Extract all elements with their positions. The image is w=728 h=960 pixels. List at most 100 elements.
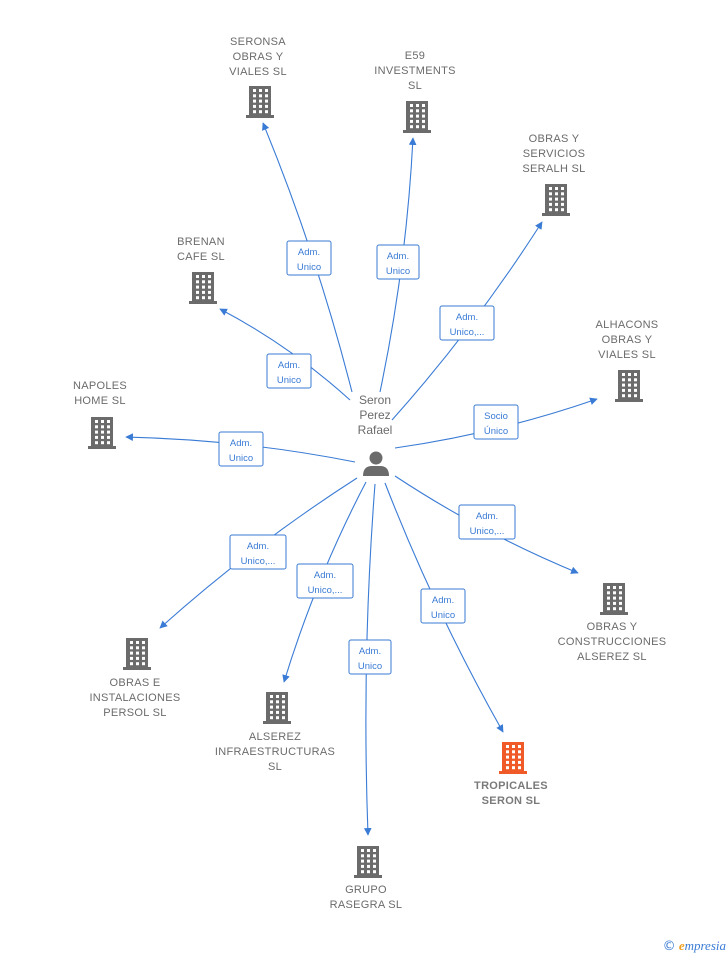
relation-box	[439, 305, 495, 341]
company-label-e59-line: INVESTMENTS	[374, 65, 456, 77]
company-label-serviciosseralh-line: SERVICIOS	[523, 148, 585, 160]
relation-text-line: Unico	[277, 375, 301, 386]
relation-text-line: Adm.	[230, 438, 252, 449]
building-icon-e59[interactable]	[403, 101, 431, 133]
relation-text-line: Unico	[297, 262, 321, 273]
relation-text: Adm. Unico	[386, 251, 410, 277]
company-label-rasegra: GRUPO RASEGRA SL	[330, 884, 403, 911]
edge-brenan	[219, 308, 351, 401]
person-icon	[363, 451, 389, 476]
relation-text-line: Unico,...	[470, 526, 505, 537]
building-icon-seronsa[interactable]	[246, 86, 274, 118]
company-label-construccionesalserez-line: OBRAS Y	[587, 621, 638, 633]
company-label-brenan-line: BRENAN	[177, 236, 225, 248]
relation-box	[348, 639, 392, 675]
relation-text-line: Unico	[386, 266, 410, 277]
building-icon-instalaciones[interactable]	[123, 638, 151, 670]
company-label-tropicales: TROPICALES SERON SL	[474, 780, 548, 807]
person-name-line: Perez	[359, 408, 390, 422]
copyright-symbol: ©	[662, 939, 676, 954]
relation-text-line: Unico	[358, 661, 382, 672]
relation-text-line: Único	[484, 426, 508, 437]
relation-text-line: Socio	[484, 411, 508, 422]
relation-labels-layer: Adm.UnicoAdm.UnicoAdm.Unico,...Adm.Unico…	[218, 240, 519, 675]
building-icon-alhacons[interactable]	[615, 370, 643, 402]
company-label-seronsa: SERONSA OBRAS Y VIALES SL	[229, 36, 287, 78]
relation-label-brenan[interactable]: Adm. Unico	[266, 353, 312, 389]
relation-text-line: Adm.	[247, 541, 269, 552]
relation-label-instalaciones[interactable]: Adm.Unico,...	[229, 534, 287, 570]
building-icon-construccionesalserez[interactable]	[600, 583, 628, 615]
relation-box	[473, 404, 519, 440]
relation-label-infraestructuras[interactable]: Adm.Unico,...	[296, 563, 354, 599]
person-name-line: Seron	[359, 393, 391, 407]
company-label-napoles-line: NAPOLES	[73, 380, 127, 392]
relation-text: Adm.Unico,...	[308, 570, 343, 596]
relation-text-line: Adm.	[387, 251, 409, 262]
company-label-infraestructuras-line: INFRAESTRUCTURAS	[215, 746, 335, 758]
company-label-construccionesalserez-line: ALSEREZ SL	[577, 651, 647, 663]
building-icon-tropicales[interactable]	[499, 742, 527, 774]
company-label-instalaciones-line: PERSOL SL	[103, 707, 166, 719]
company-label-seronsa-line: SERONSA	[230, 36, 286, 48]
building-icon-serviciosseralh[interactable]	[542, 184, 570, 216]
relation-label-serviciosseralh[interactable]: Adm.Unico,...	[439, 305, 495, 341]
building-icon-rasegra[interactable]	[354, 846, 382, 878]
relation-text: Adm. Unico	[297, 247, 321, 273]
company-label-seronsa-line: VIALES SL	[229, 66, 287, 78]
relation-text: Adm. Unico	[431, 595, 455, 621]
relation-text-line: Unico,...	[308, 585, 343, 596]
company-label-instalaciones-line: OBRAS E	[109, 677, 160, 689]
relation-box	[286, 240, 332, 276]
company-label-serviciosseralh-line: SERALH SL	[522, 163, 585, 175]
relation-box	[218, 431, 264, 467]
relation-text-line: Adm.	[298, 247, 320, 258]
relation-box	[376, 244, 420, 280]
relation-label-seronsa[interactable]: Adm. Unico	[286, 240, 332, 276]
relation-text-line: Adm.	[476, 511, 498, 522]
relation-box	[266, 353, 312, 389]
building-icon-napoles[interactable]	[88, 417, 116, 449]
company-label-seronsa-line: OBRAS Y	[233, 51, 284, 63]
building-icon-infraestructuras[interactable]	[263, 692, 291, 724]
relation-text: Adm. Unico	[229, 438, 253, 464]
relation-box	[296, 563, 354, 599]
relation-text-line: Adm.	[278, 360, 300, 371]
relation-text-line: Unico	[431, 610, 455, 621]
company-label-tropicales-line: TROPICALES	[474, 780, 548, 792]
relation-box	[229, 534, 287, 570]
company-label-alhacons-line: OBRAS Y	[602, 334, 653, 346]
relation-text: Adm. Unico	[277, 360, 301, 386]
company-label-alhacons-line: ALHACONS	[596, 319, 659, 331]
brand-footer[interactable]: © empresia	[663, 938, 726, 954]
building-icon-brenan[interactable]	[189, 272, 217, 304]
relation-text-line: Adm.	[432, 595, 454, 606]
relation-text: Adm.Unico,...	[450, 312, 485, 338]
brand-logo-e: e	[678, 938, 685, 953]
relation-label-napoles[interactable]: Adm. Unico	[218, 431, 264, 467]
relation-label-construccionesalserez[interactable]: Adm. Unico,...	[458, 504, 516, 540]
company-label-tropicales-line: SERON SL	[482, 795, 541, 807]
relation-text-line: Unico	[229, 453, 253, 464]
edges-layer	[125, 122, 598, 836]
brand-name: mpresia	[684, 938, 726, 953]
relation-text-line: Adm.	[456, 312, 478, 323]
relation-label-e59[interactable]: Adm. Unico	[376, 244, 420, 280]
company-label-e59-line: SL	[408, 80, 422, 92]
relation-label-rasegra[interactable]: Adm.Unico	[348, 639, 392, 675]
company-label-rasegra-line: GRUPO	[345, 884, 387, 896]
relation-label-tropicales[interactable]: Adm. Unico	[420, 588, 466, 624]
company-label-rasegra-line: RASEGRA SL	[330, 899, 403, 911]
